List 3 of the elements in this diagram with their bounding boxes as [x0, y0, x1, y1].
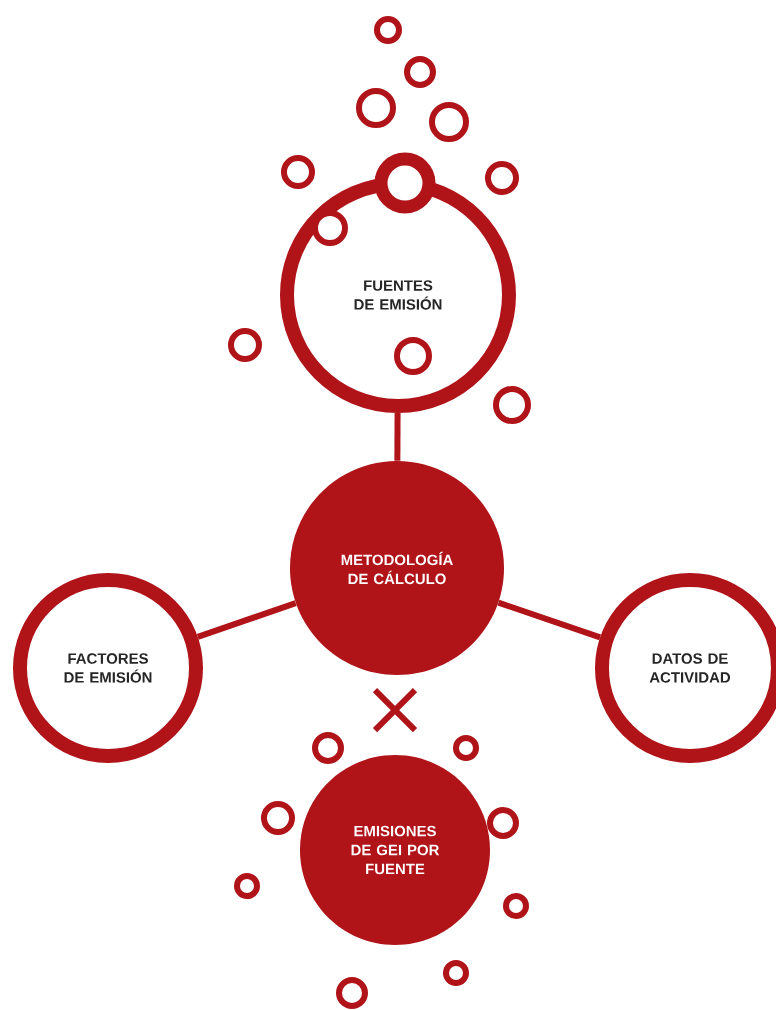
connector-line	[497, 599, 602, 641]
connector-line	[196, 600, 297, 640]
connector-line	[394, 413, 401, 461]
